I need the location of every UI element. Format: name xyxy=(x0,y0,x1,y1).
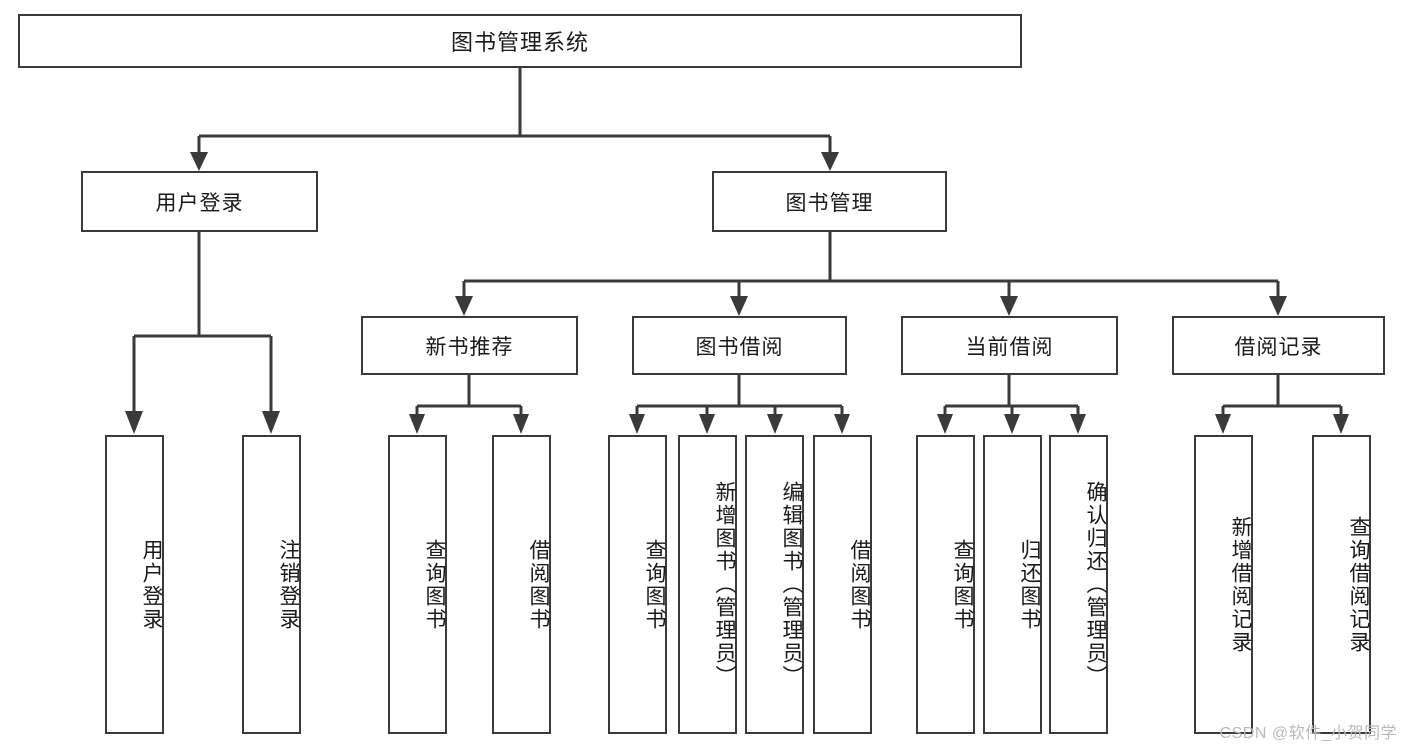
arrowhead-record-c2 xyxy=(1333,414,1349,434)
csdn-watermark: CSDN @软件_小贺同学 xyxy=(1219,725,1397,742)
arrowhead-newbook xyxy=(455,296,473,316)
node-label: 图书借阅 xyxy=(695,335,784,359)
node-book-borrow[interactable]: 图书借阅 xyxy=(632,316,847,375)
leaf-book-borrow-edit[interactable]: 编辑图书（管理员） xyxy=(745,435,804,734)
node-label: 查询图书 xyxy=(423,538,446,631)
node-label: 注销登录 xyxy=(277,538,300,631)
leaf-book-borrow-add[interactable]: 新增图书（管理员） xyxy=(678,435,737,734)
node-label: 查询借阅记录 xyxy=(1347,515,1370,654)
leaf-user-login-login[interactable]: 用户登录 xyxy=(105,435,164,734)
arrowhead-borrow xyxy=(730,296,748,316)
node-label: 图书管理 xyxy=(785,191,874,215)
leaf-borrow-record-add[interactable]: 新增借阅记录 xyxy=(1194,435,1253,734)
leaf-user-login-logout[interactable]: 注销登录 xyxy=(242,435,301,734)
leaf-borrow-record-query[interactable]: 查询借阅记录 xyxy=(1312,435,1371,734)
leaf-current-borrow-return[interactable]: 归还图书 xyxy=(983,435,1042,734)
node-current-borrow[interactable]: 当前借阅 xyxy=(901,316,1118,375)
arrowhead-userlogin-c1 xyxy=(125,411,143,434)
arrowhead-current-c1 xyxy=(937,414,953,434)
node-label: 当前借阅 xyxy=(965,335,1054,359)
node-label: 新增借阅记录 xyxy=(1229,515,1252,654)
arrowhead-current-c3 xyxy=(1070,414,1086,434)
arrowhead-borrow-c1 xyxy=(629,414,645,434)
node-label: 借阅记录 xyxy=(1234,335,1323,359)
arrowhead-record-c1 xyxy=(1215,414,1231,434)
leaf-book-borrow-query[interactable]: 查询图书 xyxy=(608,435,667,734)
arrowhead-borrow-c4 xyxy=(834,414,850,434)
leaf-book-borrow-borrow[interactable]: 借阅图书 xyxy=(813,435,872,734)
arrowhead-current-c2 xyxy=(1004,414,1020,434)
node-label: 用户登录 xyxy=(140,538,163,631)
arrowhead-userlogin-c2 xyxy=(262,411,280,434)
node-label: 查询图书 xyxy=(951,538,974,631)
node-label: 用户登录 xyxy=(155,191,244,215)
leaf-new-book-borrow[interactable]: 借阅图书 xyxy=(492,435,551,734)
arrowhead-newbook-c2 xyxy=(513,414,529,434)
node-user-login[interactable]: 用户登录 xyxy=(81,171,318,232)
arrowhead-record xyxy=(1269,296,1287,316)
node-label: 新书推荐 xyxy=(425,335,514,359)
leaf-current-borrow-confirm-return[interactable]: 确认归还（管理员） xyxy=(1049,435,1108,734)
leaf-new-book-query[interactable]: 查询图书 xyxy=(388,435,447,734)
arrowhead-borrow-c2 xyxy=(699,414,715,434)
node-borrow-record[interactable]: 借阅记录 xyxy=(1172,316,1385,375)
node-label: 借阅图书 xyxy=(848,538,871,631)
node-root-system[interactable]: 图书管理系统 xyxy=(18,14,1022,68)
arrowhead-current xyxy=(1000,296,1018,316)
node-label: 新增图书（管理员） xyxy=(713,481,736,688)
node-label: 确认归还（管理员） xyxy=(1084,481,1107,688)
node-label: 借阅图书 xyxy=(527,538,550,631)
node-label: 查询图书 xyxy=(643,538,666,631)
arrowhead-newbook-c1 xyxy=(409,414,425,434)
node-label: 图书管理系统 xyxy=(450,30,589,55)
leaf-current-borrow-query[interactable]: 查询图书 xyxy=(916,435,975,734)
arrowhead-borrow-c3 xyxy=(767,414,783,434)
node-book-management[interactable]: 图书管理 xyxy=(712,171,947,232)
node-label: 归还图书 xyxy=(1018,538,1041,631)
node-label: 编辑图书（管理员） xyxy=(780,481,803,688)
arrowhead-book-mgmt xyxy=(821,152,839,171)
arrowhead-user-login xyxy=(190,152,208,171)
node-new-book-recommend[interactable]: 新书推荐 xyxy=(361,316,578,375)
